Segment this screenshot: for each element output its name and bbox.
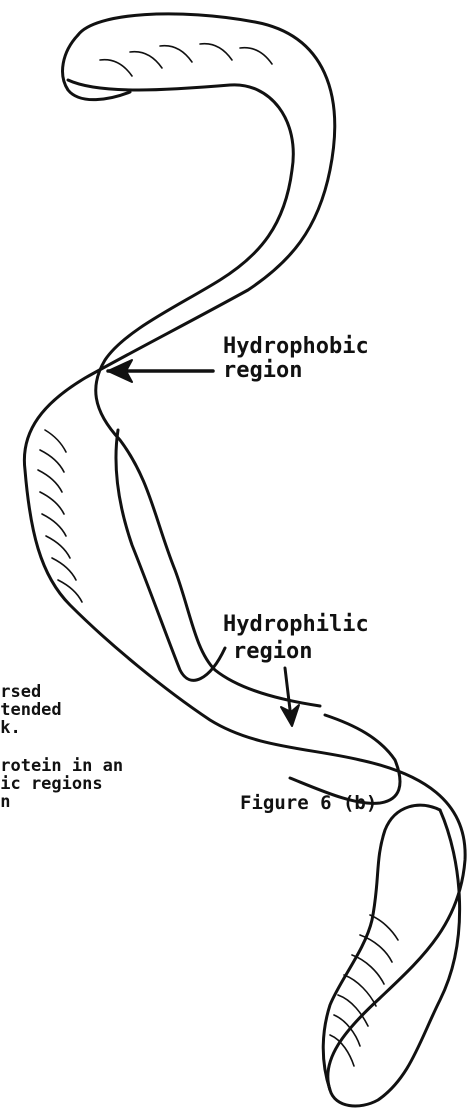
figure-label: Figure 6 (b) xyxy=(240,794,377,813)
caption-line4: protein in an xyxy=(0,758,123,775)
caption-line3: ck. xyxy=(0,720,21,737)
hydrophobic-label-line2: region xyxy=(223,360,302,382)
hydrophobic-label-line1: Hydrophobic xyxy=(223,336,369,358)
chain-lobe xyxy=(290,715,400,803)
caption-line2: xtended xyxy=(0,702,62,719)
hydrophilic-label-line2: region xyxy=(233,641,312,663)
hydrophilic-label-line1: Hydrophilic xyxy=(223,614,369,636)
caption-line5: bic regions xyxy=(0,776,103,793)
caption-line1: ersed xyxy=(0,684,41,701)
chain-outer-outline xyxy=(24,14,465,1106)
caption-line6: in xyxy=(0,794,10,811)
